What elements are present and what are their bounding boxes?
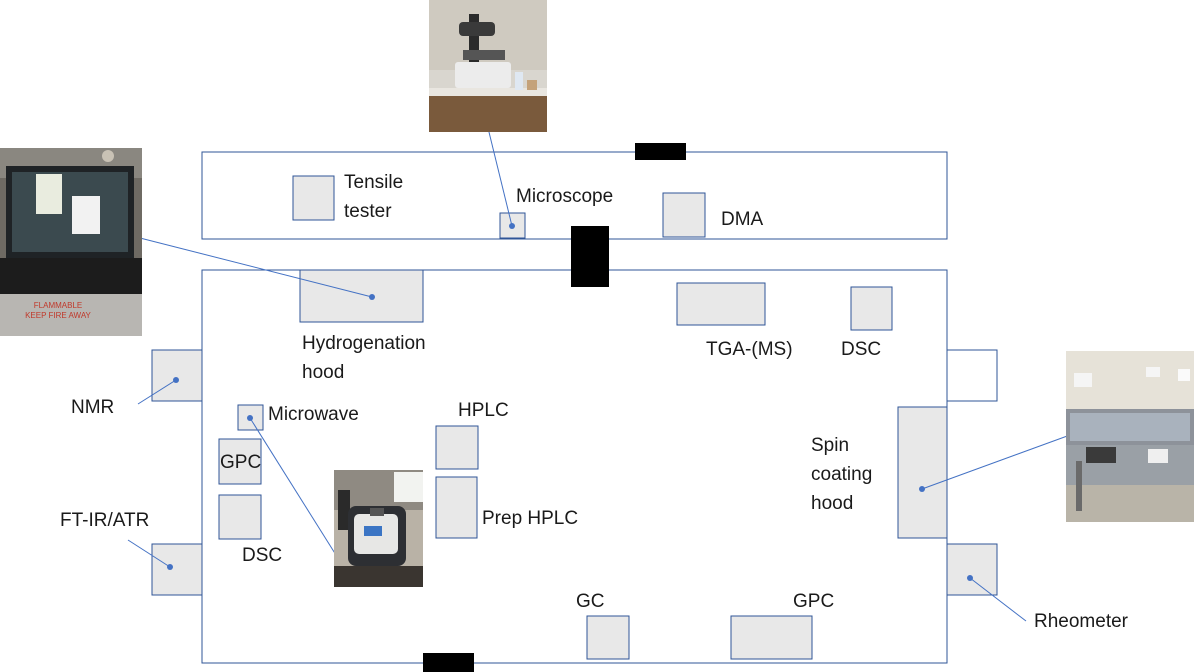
ftir-leader (127, 539, 171, 568)
hydrogenation-hood-label: Hydrogenation hood (302, 333, 426, 383)
tga-ms-box (676, 282, 766, 326)
hplc-label: HPLC (458, 400, 509, 421)
tga-ms-label: TGA-(MS) (706, 339, 793, 360)
hydrogenation-hood-box (299, 269, 424, 323)
ftir-atr-label: FT-IR/ATR (60, 510, 150, 531)
microscope-photo (429, 0, 547, 132)
door-bottom (423, 653, 474, 672)
door-top (635, 143, 686, 160)
nmr-leader (137, 379, 177, 405)
ftir-leader-dot (167, 564, 173, 570)
dsc-left-label: DSC (242, 545, 283, 566)
nmr-leader-dot (173, 377, 179, 383)
ftir-alcove (151, 543, 203, 596)
hood-sign-line2: KEEP FIRE AWAY (25, 311, 91, 320)
microscope-leader-dot (509, 223, 515, 229)
prep-hplc-label: Prep HPLC (482, 508, 579, 529)
spin-coating-hood-label: Spin coating hood (811, 435, 873, 514)
hood-sign-line1: FLAMMABLE (34, 301, 82, 310)
microwave-label: Microwave (268, 404, 359, 425)
rheometer-leader (969, 577, 1027, 622)
dsc-left-box (218, 494, 262, 540)
rheometer-label: Rheometer (1034, 611, 1128, 632)
spin-coating-hood-photo (1066, 351, 1194, 522)
microscope-leader (487, 127, 513, 227)
dsc-top-box (850, 286, 893, 331)
gc-label: GC (576, 591, 605, 612)
gpc-left-label: GPC (220, 452, 262, 473)
microscope-label: Microscope (516, 186, 614, 207)
microwave-reactor-photo (334, 470, 423, 587)
tensile-tester-box (292, 175, 335, 221)
gc-box (586, 615, 630, 660)
tensile-tester-label: Tensile tester (344, 172, 404, 222)
spin-coating-hood-box (897, 406, 948, 539)
gpc-bottom-label: GPC (793, 591, 835, 612)
rheometer-leader-dot (967, 575, 973, 581)
rheometer-alcove (946, 543, 998, 596)
microwave-leader (249, 417, 337, 556)
microwave-leader-dot (247, 415, 253, 421)
hydrogenation-hood-photo: FLAMMABLE KEEP FIRE AWAY (0, 148, 142, 336)
dsc-top-label: DSC (841, 339, 882, 360)
gpc-left-box (218, 438, 262, 485)
right-alcove (946, 349, 998, 402)
door-middle (571, 226, 609, 287)
spin-hood-leader (921, 434, 1071, 490)
prep-hplc-box (435, 476, 478, 539)
hood-leader (139, 237, 373, 298)
dma-label: DMA (721, 209, 764, 230)
nmr-label: NMR (71, 397, 115, 418)
hood-leader-dot (369, 294, 375, 300)
nmr-alcove (151, 349, 203, 402)
gpc-bottom-box (730, 615, 813, 660)
dma-box (662, 192, 706, 238)
spin-hood-leader-dot (919, 486, 925, 492)
hplc-box (435, 425, 479, 470)
